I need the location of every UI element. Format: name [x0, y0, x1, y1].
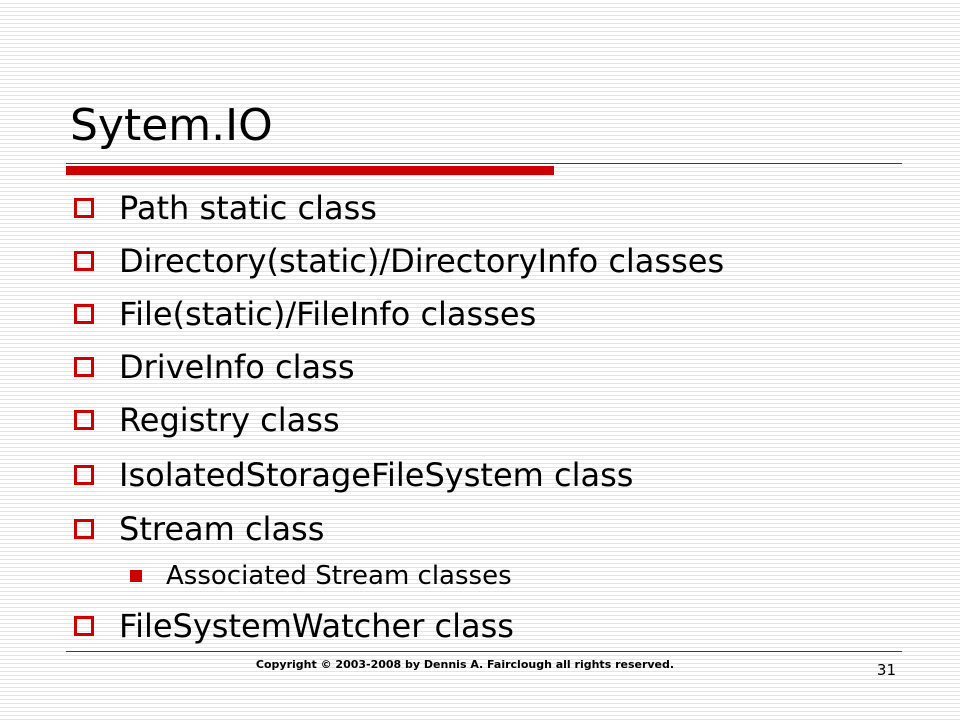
page-number: 31 — [876, 661, 896, 679]
hollow-square-icon — [74, 304, 94, 324]
list-item-text: Directory(static)/DirectoryInfo classes — [119, 242, 725, 280]
copyright-notice: Copyright © 2003-2008 by Dennis A. Fairc… — [255, 658, 675, 671]
hollow-square-icon — [74, 198, 94, 218]
sub-list-item-text: Associated Stream classes — [166, 561, 512, 591]
title-underline-thin — [66, 163, 902, 164]
footer-rule — [66, 651, 902, 652]
hollow-square-icon — [74, 519, 94, 539]
hollow-square-icon — [74, 616, 94, 636]
list-item-text: Stream class — [119, 510, 325, 548]
slide-title: Sytem.IO — [70, 100, 273, 151]
list-item-text: Path static class — [119, 189, 377, 227]
hollow-square-icon — [74, 357, 94, 377]
list-item-text: FileSystemWatcher class — [119, 607, 514, 645]
hollow-square-icon — [74, 251, 94, 271]
filled-square-icon — [130, 570, 142, 582]
hollow-square-icon — [74, 410, 94, 430]
title-underline-thick — [66, 166, 554, 175]
list-item-text: DriveInfo class — [119, 348, 355, 386]
hollow-square-icon — [74, 465, 94, 485]
list-item-text: File(static)/FileInfo classes — [119, 295, 537, 333]
list-item-text: IsolatedStorageFileSystem class — [119, 456, 634, 494]
list-item-text: Registry class — [119, 401, 340, 439]
